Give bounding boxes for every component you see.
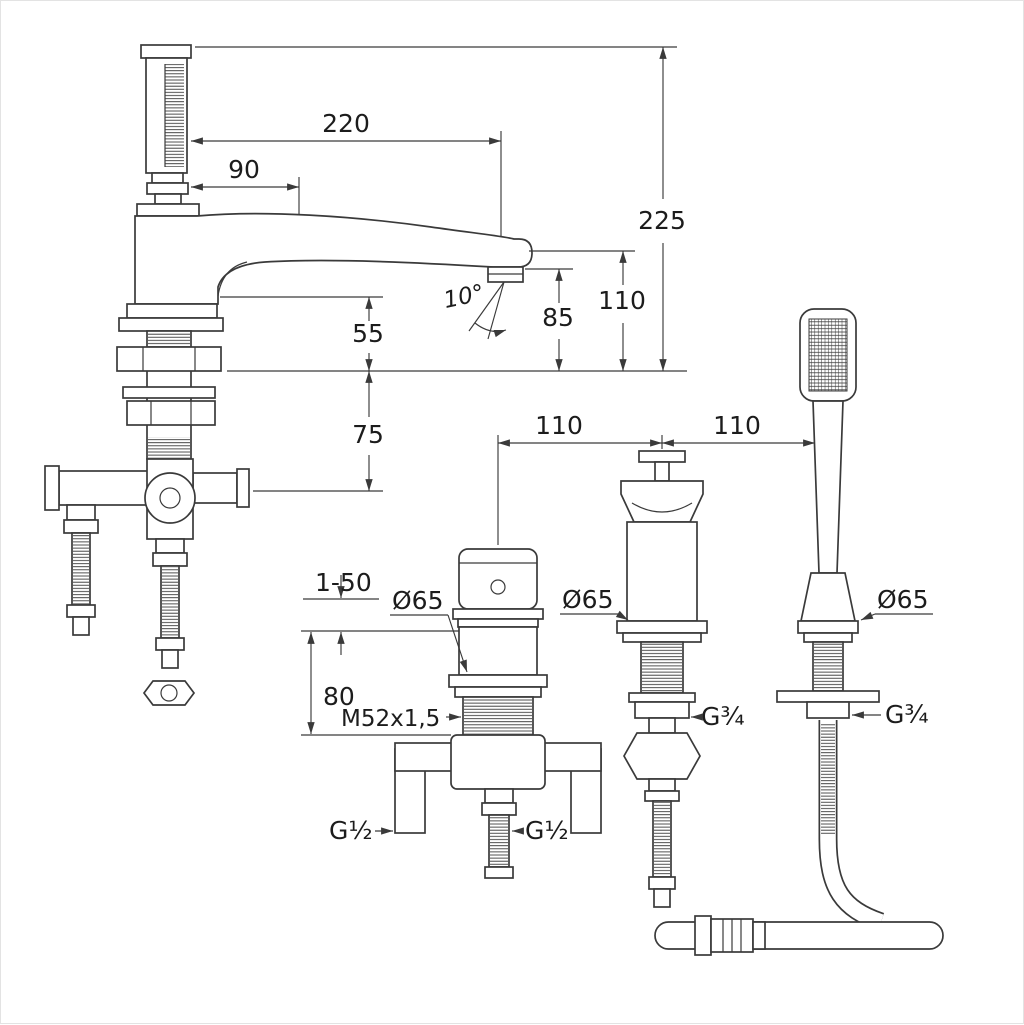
diverter-hose-tail: [644, 778, 680, 908]
left-inlet-pipe: [394, 742, 458, 834]
dim-handle-offset: 90: [191, 155, 300, 215]
label-spout-clearance: 110: [598, 286, 646, 315]
dim-shower-thread: G¾: [852, 700, 929, 729]
label-under-deck-depth: 75: [352, 420, 384, 449]
label-shower-thread: G¾: [885, 700, 929, 729]
supply-valve-assembly: [44, 458, 250, 669]
left-supply-hose: [63, 504, 99, 636]
body-and-spout: [134, 212, 533, 305]
label-diverter-thread: G¾: [701, 702, 745, 731]
shower-handle: [812, 400, 844, 574]
label-spacing-right: 110: [713, 411, 761, 440]
outlet-hose: [481, 788, 517, 879]
label-body-thread: M52x1,5: [341, 706, 440, 732]
dim-spout-reach: 220: [191, 109, 502, 237]
label-shower-flange-dia: Ø65: [877, 585, 929, 614]
base-escutcheon: [118, 303, 224, 332]
valve-knob: [458, 548, 538, 610]
label-spray-angle: 10°: [441, 280, 486, 314]
dim-body-height: 55: [220, 296, 384, 371]
dim-spacing-right: 110: [662, 411, 815, 447]
dim-valve-flange-dia: Ø65: [390, 586, 468, 673]
dim-outlet-thread: G½: [512, 816, 569, 845]
dim-shower-flange-dia: Ø65: [860, 585, 933, 621]
mixer-tap: [44, 44, 533, 706]
diverter-knob: [638, 450, 686, 482]
dimensions: 220 90 225 110 85: [191, 46, 933, 845]
label-valve-flange-dia: Ø65: [392, 586, 444, 615]
label-body-height: 55: [352, 319, 384, 348]
label-shank-length: 80: [323, 682, 355, 711]
dim-spacing-left: 110: [497, 411, 663, 545]
label-diverter-flange-dia: Ø65: [562, 585, 614, 614]
hose-coupling: [694, 915, 766, 956]
hex-nut: [142, 680, 196, 706]
dim-outlet-height: 85: [525, 268, 574, 371]
hand-shower: [776, 308, 880, 719]
right-inlet-pipe: [538, 742, 602, 834]
mounting-shank: [116, 330, 222, 460]
dim-inlet-thread: G½: [329, 816, 393, 845]
shower-head: [799, 308, 857, 402]
dim-body-thread: M52x1,5: [341, 706, 461, 732]
label-outlet-height: 85: [542, 303, 574, 332]
label-overall-height: 225: [638, 206, 686, 235]
center-supply-hose: [152, 538, 188, 669]
hex-valve-body: [623, 732, 701, 780]
dim-shank-length: 80: [301, 632, 451, 736]
dim-spray-angle: 10°: [441, 280, 507, 340]
dim-spout-clearance: 110: [529, 250, 646, 371]
dim-under-deck-depth: 75: [253, 371, 384, 492]
dim-overall-height: 225: [195, 46, 686, 371]
label-deck-thickness: 1-50: [315, 568, 372, 597]
shower-hose: [654, 720, 944, 956]
dim-deck-thickness: 1-50: [301, 568, 459, 655]
lever-handle: [140, 44, 192, 205]
label-spout-reach: 220: [322, 109, 370, 138]
label-inlet-thread: G½: [329, 816, 373, 845]
diverter: [616, 450, 708, 908]
label-spacing-left: 110: [535, 411, 583, 440]
deck-valve: [394, 548, 602, 879]
label-outlet-thread: G½: [525, 816, 569, 845]
label-handle-offset: 90: [228, 155, 260, 184]
dim-diverter-flange-dia: Ø65: [560, 585, 629, 621]
dim-diverter-thread: G¾: [691, 702, 745, 731]
aerator: [487, 266, 524, 283]
